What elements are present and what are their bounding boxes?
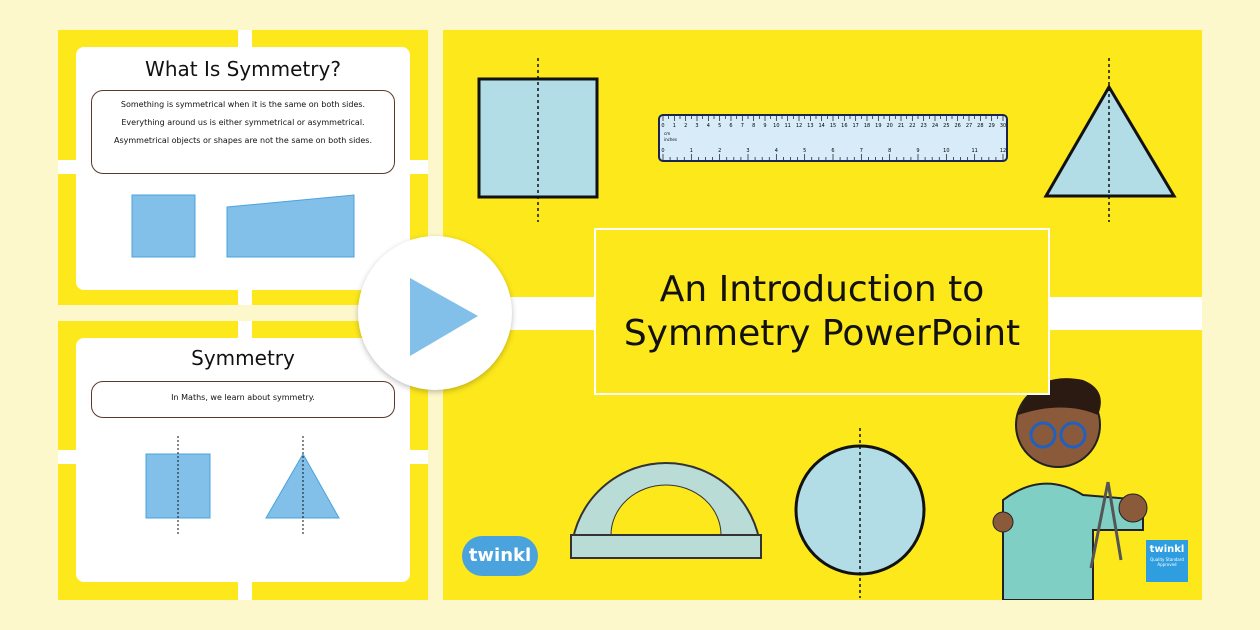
slide-text-box: Something is symmetrical when it is the … <box>91 90 395 174</box>
ruler-cm-label: 21 <box>898 123 904 129</box>
ruler-cm-label: 14 <box>818 123 824 129</box>
title-line: An Introduction to <box>659 269 985 311</box>
divider <box>58 305 428 321</box>
ruler-inch-label: 5 <box>803 148 806 154</box>
ruler-inch-label: 0 <box>661 148 664 154</box>
ruler-cm-label: 16 <box>841 123 847 129</box>
inch-label: inches <box>664 137 677 142</box>
ruler-inch-label: 4 <box>775 148 778 154</box>
slide-thumbnail-1[interactable]: What Is Symmetry? Something is symmetric… <box>76 47 410 290</box>
ruler-inch-label: 6 <box>831 148 834 154</box>
shapes <box>131 194 355 258</box>
slide-title: What Is Symmetry? <box>145 57 341 81</box>
protractor-image <box>569 462 763 559</box>
ruler-cm-label: 27 <box>966 123 972 129</box>
title-line: Symmetry PowerPoint <box>623 312 1021 354</box>
ruler-cm-label: 22 <box>909 123 915 129</box>
ruler-cm-label: 26 <box>954 123 960 129</box>
ruler-inch-label: 11 <box>971 148 977 154</box>
ruler-cm-label: 17 <box>852 123 858 129</box>
ruler-cm-label: 24 <box>932 123 938 129</box>
presentation-title: An Introduction to Symmetry PowerPoint <box>594 228 1050 395</box>
ruler-inch-label: 3 <box>746 148 749 154</box>
ruler-inch-label: 2 <box>718 148 721 154</box>
ruler-inch-label: 9 <box>916 148 919 154</box>
child-illustration <box>992 378 1148 600</box>
main-illustrations <box>477 58 1177 600</box>
twinkl-logo: twinkl <box>462 536 538 576</box>
ruler-cm-label: 4 <box>707 123 710 129</box>
ruler-cm-label: 6 <box>729 123 732 129</box>
play-icon <box>410 278 478 356</box>
ruler-cm-label: 2 <box>684 123 687 129</box>
ruler-cm-label: 30 <box>1000 123 1006 129</box>
ruler-cm-label: 13 <box>807 123 813 129</box>
ruler-cm-label: 1 <box>673 123 676 129</box>
ruler-cm-label: 5 <box>718 123 721 129</box>
ruler-cm-label: 23 <box>920 123 926 129</box>
ruler-cm-label: 3 <box>695 123 698 129</box>
triangle-shape <box>1043 84 1177 198</box>
ruler-cm-label: 15 <box>830 123 836 129</box>
play-button[interactable] <box>358 236 512 390</box>
badge-logo: twinkl <box>1149 544 1185 555</box>
ruler-cm-label: 19 <box>875 123 881 129</box>
ruler-cm-label: 25 <box>943 123 949 129</box>
slide-thumbnail-2[interactable]: Symmetry In Maths, we learn about symmet… <box>76 338 410 582</box>
ruler-cm-label: 29 <box>988 123 994 129</box>
ruler-cm-label: 28 <box>977 123 983 129</box>
ruler-cm-label: 9 <box>763 123 766 129</box>
slide-text: Something is symmetrical when it is the … <box>120 100 366 109</box>
slide-text: Asymmetrical objects or shapes are not t… <box>114 136 372 145</box>
ruler-inch-label: 12 <box>1000 148 1006 154</box>
ruler-inch-label: 7 <box>860 148 863 154</box>
shapes <box>145 436 340 534</box>
ruler-cm-label: 18 <box>864 123 870 129</box>
ruler-cm-label: 12 <box>796 123 802 129</box>
square-shape <box>131 194 196 258</box>
slide-text: In Maths, we learn about symmetry. <box>171 393 315 402</box>
ruler-cm-label: 20 <box>886 123 892 129</box>
ruler-cm-label: 7 <box>741 123 744 129</box>
ruler-cm-label: 10 <box>773 123 779 129</box>
ruler-inch-label: 10 <box>943 148 949 154</box>
ruler-cm-label: 0 <box>661 123 664 129</box>
badge-text: Quality Standard Approved <box>1150 557 1184 567</box>
ruler-inch-label: 1 <box>690 148 693 154</box>
cm-label: cm <box>664 131 671 136</box>
slide-text-box: In Maths, we learn about symmetry. <box>91 381 395 418</box>
trapezium-shape <box>226 194 355 258</box>
slide-text: Everything around us is either symmetric… <box>121 118 365 127</box>
ruler-inch-label: 8 <box>888 148 891 154</box>
ruler-cm-label: 8 <box>752 123 755 129</box>
quality-badge: twinkl Quality Standard Approved <box>1146 540 1188 582</box>
ruler-cm-label: 11 <box>784 123 790 129</box>
slide-title: Symmetry <box>191 346 295 370</box>
